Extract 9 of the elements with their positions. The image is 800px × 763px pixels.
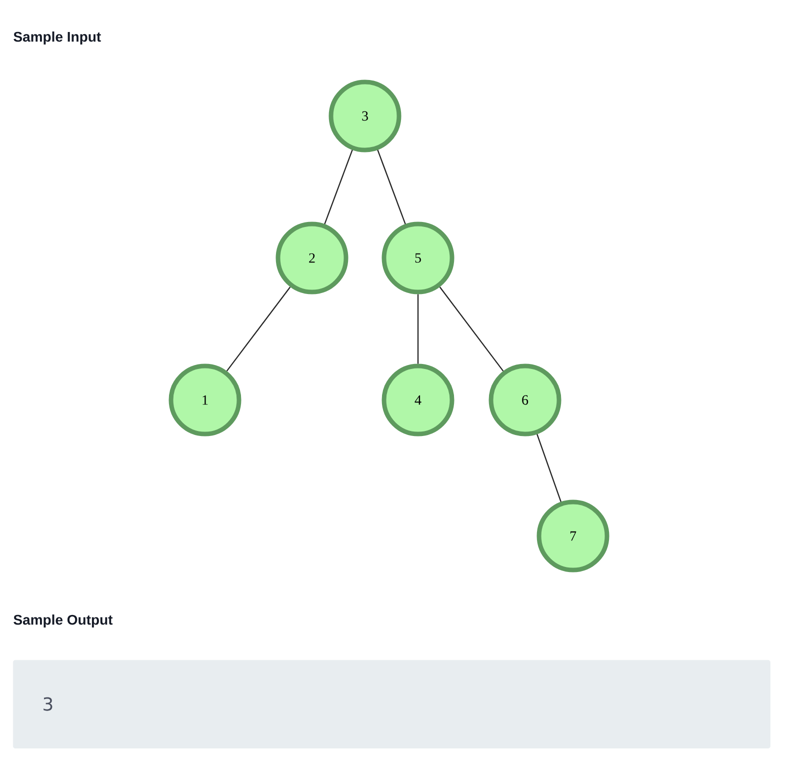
tree-edge (226, 286, 291, 372)
tree-edge (324, 150, 353, 224)
tree-edge (417, 294, 419, 364)
section-heading: Sample Output (14, 614, 113, 628)
section-heading: Sample Input (14, 31, 101, 45)
tree-edge (536, 434, 562, 502)
tree-edge (377, 150, 406, 224)
output-box: 3 (13, 660, 770, 748)
tree-edge (439, 286, 504, 372)
